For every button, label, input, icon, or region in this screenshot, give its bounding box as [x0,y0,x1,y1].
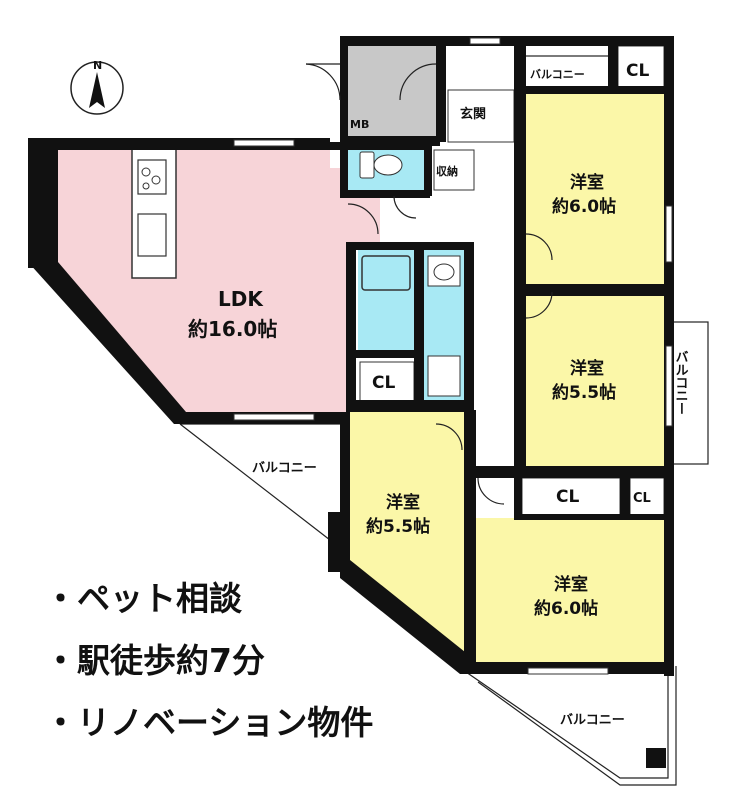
washer-area [427,355,461,397]
balcony-right-label: バルコニー [673,350,689,415]
western-top-size-label: 約6.0帖 [552,196,616,217]
closet-mid-floor [359,361,415,403]
door-swings [305,63,553,505]
compass-north-label: N [93,59,102,72]
closet-bottom-wide-label: CL [556,487,579,507]
kitchen-counter [131,147,177,279]
meter-box-label: MB [350,118,369,131]
entry-floor [346,46,436,136]
feature-station: ・駅徒歩約7分 [44,641,265,680]
balcony-bottom-label: バルコニー [560,713,625,728]
entrance-label: 玄関 [460,106,486,122]
closet-bottom-wide-floor [521,477,621,517]
closet-top-label: CL [626,61,649,81]
feature-renovation: ・リノベーション物件 [44,703,374,742]
western-top-floor [526,92,664,284]
western-mid-right-name-label: 洋室 [570,358,604,379]
western-bottom-right-size-label: 約6.0帖 [534,598,598,619]
closet-bottom-small-label: CL [633,491,651,506]
genkan-floor [447,89,515,143]
western-top-name-label: 洋室 [570,172,604,193]
storage-label: 収納 [436,164,458,178]
closet-top-floor [617,45,665,93]
balcony-left-label: バルコニー [252,461,317,476]
western-mid-right-floor [526,296,664,466]
feature-pet: ・ペット相談 [44,579,242,618]
western-bottom-left-size-label: 約5.5帖 [366,516,430,537]
bathtub-icon [361,255,411,291]
ldk-size-label: 約16.0帖 [188,317,277,341]
washbasin-icon [427,255,461,287]
ldk-name-label: LDK [218,287,264,311]
balcony-top-label: バルコニー [530,68,585,81]
western-bottom-left-floor [350,412,464,658]
windows [233,37,673,675]
western-bottom-right-name-label: 洋室 [554,574,588,595]
western-mid-right-size-label: 約5.5帖 [552,382,616,403]
compass-icon: N [70,59,124,115]
western-bottom-right-floor [476,518,664,666]
toilet-icon [359,151,403,179]
ldk-floor [58,148,380,412]
closet-mid-label: CL [372,373,395,393]
feature-list: ・ペット相談 ・駅徒歩約7分 ・リノベーション物件 [44,568,424,754]
storage-floor [433,149,475,191]
western-bottom-left-name-label: 洋室 [386,492,420,513]
